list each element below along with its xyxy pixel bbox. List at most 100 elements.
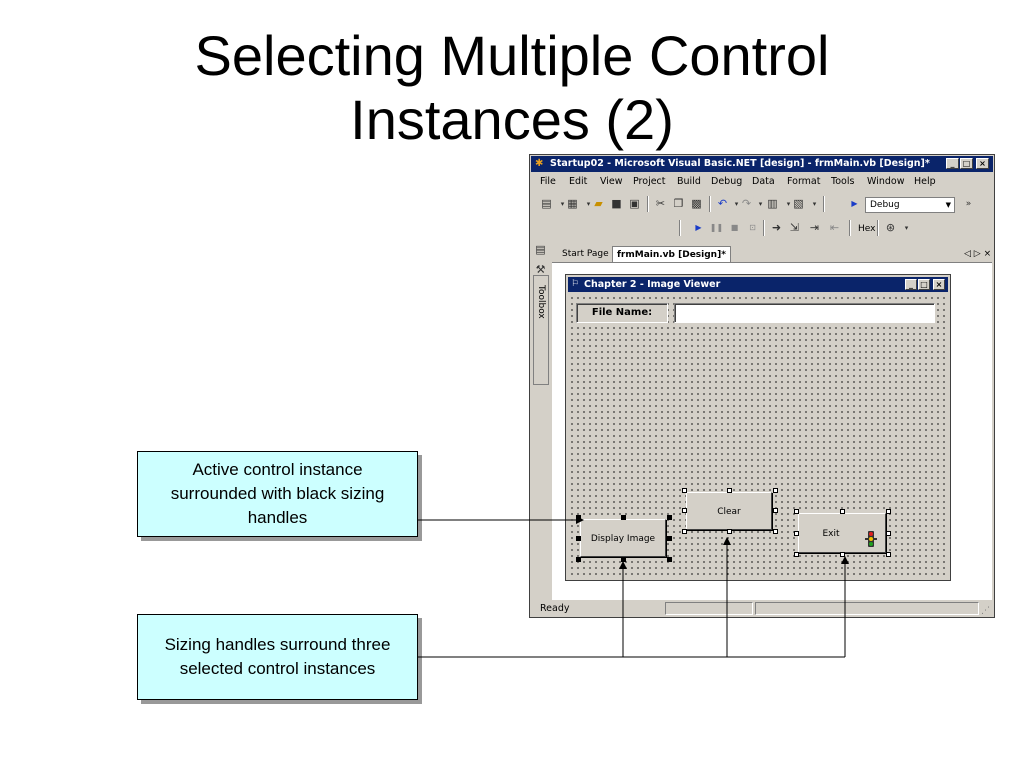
menu-data[interactable]: Data bbox=[752, 176, 775, 187]
add-item-icon[interactable]: ▦ bbox=[567, 197, 578, 210]
redo-icon[interactable]: ↷ bbox=[741, 197, 752, 210]
ide-title: Startup02 - Microsoft Visual Basic.NET [… bbox=[550, 158, 930, 169]
sizing-handle-white[interactable] bbox=[794, 531, 799, 536]
dropdown-arrow-icon[interactable]: ▾ bbox=[786, 200, 791, 208]
toolbar-overflow-icon[interactable]: » bbox=[965, 199, 972, 209]
sizing-handle-white[interactable] bbox=[682, 529, 687, 534]
sizing-handle-white[interactable] bbox=[682, 488, 687, 493]
toolbar-separator bbox=[877, 220, 879, 236]
sizing-handle-black[interactable] bbox=[576, 536, 581, 541]
sizing-handle-white[interactable] bbox=[886, 531, 891, 536]
restart-icon[interactable]: ⊡ bbox=[749, 223, 756, 232]
save-icon[interactable]: ■ bbox=[611, 197, 622, 210]
menu-project[interactable]: Project bbox=[633, 176, 666, 187]
sizing-handle-white[interactable] bbox=[773, 488, 778, 493]
status-pane bbox=[755, 602, 979, 615]
form-icon: ⚐ bbox=[571, 279, 580, 289]
sizing-handle-white[interactable] bbox=[727, 529, 732, 534]
sizing-handle-white[interactable] bbox=[727, 488, 732, 493]
sizing-handle-white[interactable] bbox=[794, 552, 799, 557]
callout-selected-controls: Sizing handles surround three selected c… bbox=[137, 614, 418, 700]
step-out-icon[interactable]: ⇤ bbox=[829, 221, 840, 234]
menu-edit[interactable]: Edit bbox=[569, 176, 588, 187]
menu-window[interactable]: Window bbox=[867, 176, 905, 187]
maximize-button[interactable]: □ bbox=[960, 158, 973, 169]
sizing-handle-white[interactable] bbox=[886, 509, 891, 514]
undo-icon[interactable]: ↶ bbox=[717, 197, 728, 210]
dropdown-arrow-icon[interactable]: ▾ bbox=[904, 224, 909, 232]
menu-format[interactable]: Format bbox=[787, 176, 821, 187]
file-name-textbox[interactable] bbox=[674, 303, 935, 323]
sizing-handle-black[interactable] bbox=[576, 557, 581, 562]
solution-config-combo[interactable]: Debug ▼ bbox=[865, 197, 955, 213]
ide-titlebar[interactable]: ✱ Startup02 - Microsoft Visual Basic.NET… bbox=[531, 156, 993, 172]
navigate-forward-icon[interactable]: ▧ bbox=[793, 197, 804, 210]
form-maximize-button[interactable]: □ bbox=[918, 279, 930, 290]
sizing-handle-white[interactable] bbox=[840, 509, 845, 514]
close-button[interactable]: × bbox=[976, 158, 989, 169]
sizing-handle-black[interactable] bbox=[621, 557, 626, 562]
vb-app-icon: ✱ bbox=[535, 158, 544, 169]
break-all-icon[interactable]: ❚❚ bbox=[709, 223, 724, 232]
exit-button[interactable]: Exit bbox=[798, 513, 886, 553]
form-close-button[interactable]: × bbox=[933, 279, 945, 290]
menu-file[interactable]: File bbox=[540, 176, 556, 187]
form-minimize-button[interactable]: _ bbox=[905, 279, 917, 290]
resize-grip-icon[interactable]: ⋰ bbox=[981, 606, 990, 616]
sizing-handle-white[interactable] bbox=[773, 508, 778, 513]
show-next-statement-icon[interactable]: ➜ bbox=[771, 221, 782, 234]
form-frmmain[interactable]: ⚐ Chapter 2 - Image Viewer _ □ × File Na… bbox=[565, 274, 951, 581]
new-project-icon[interactable]: ▤ bbox=[541, 197, 552, 210]
ide-window: ✱ Startup02 - Microsoft Visual Basic.NET… bbox=[529, 154, 995, 618]
copy-icon[interactable]: ❐ bbox=[673, 197, 684, 210]
menu-tools[interactable]: Tools bbox=[831, 176, 855, 187]
sizing-handle-black[interactable] bbox=[667, 536, 672, 541]
form-titlebar[interactable]: ⚐ Chapter 2 - Image Viewer _ □ × bbox=[568, 277, 948, 292]
sizing-handle-white[interactable] bbox=[773, 529, 778, 534]
menu-view[interactable]: View bbox=[600, 176, 623, 187]
hex-display-toggle[interactable]: Hex bbox=[858, 224, 876, 234]
breakpoints-icon[interactable]: ⊛ bbox=[885, 221, 896, 234]
step-over-icon[interactable]: ⇥ bbox=[809, 221, 820, 234]
sizing-handle-black[interactable] bbox=[667, 557, 672, 562]
open-folder-icon[interactable]: ▰ bbox=[594, 197, 603, 210]
navigate-back-icon[interactable]: ▥ bbox=[767, 197, 778, 210]
dropdown-arrow-icon[interactable]: ▾ bbox=[734, 200, 739, 208]
menu-build[interactable]: Build bbox=[677, 176, 701, 187]
menu-debug[interactable]: Debug bbox=[711, 176, 743, 187]
toolbar-separator bbox=[647, 196, 649, 212]
paste-icon[interactable]: ▩ bbox=[691, 197, 702, 210]
menu-help[interactable]: Help bbox=[914, 176, 936, 187]
chevron-down-icon[interactable]: ▼ bbox=[945, 201, 951, 209]
sizing-handle-white[interactable] bbox=[794, 509, 799, 514]
tab-navigation-controls[interactable]: ◁ ▷ × bbox=[964, 249, 992, 259]
sizing-handle-black[interactable] bbox=[621, 515, 626, 520]
form-client-area[interactable]: File Name: Display Image Clear Exit bbox=[569, 295, 947, 578]
save-all-icon[interactable]: ▣ bbox=[629, 197, 640, 210]
minimize-button[interactable]: _ bbox=[946, 158, 959, 169]
status-pane bbox=[665, 602, 753, 615]
sizing-handle-white[interactable] bbox=[886, 552, 891, 557]
tab-frmmain-design[interactable]: frmMain.vb [Design]* bbox=[612, 246, 731, 263]
cut-icon[interactable]: ✂ bbox=[655, 197, 666, 210]
file-name-label[interactable]: File Name: bbox=[576, 303, 668, 323]
dropdown-arrow-icon[interactable]: ▾ bbox=[758, 200, 763, 208]
callout-active-text: Active control instance surrounded with … bbox=[170, 460, 385, 527]
start-icon[interactable]: ▶ bbox=[851, 199, 858, 208]
traffic-light-icon bbox=[865, 525, 877, 547]
sizing-handle-white[interactable] bbox=[682, 508, 687, 513]
step-into-icon[interactable]: ⇲ bbox=[789, 221, 800, 234]
toolbar-separator bbox=[823, 196, 825, 212]
tab-start-page[interactable]: Start Page bbox=[562, 249, 609, 259]
dropdown-arrow-icon[interactable]: ▾ bbox=[560, 200, 565, 208]
sizing-handle-black[interactable] bbox=[667, 515, 672, 520]
continue-icon[interactable]: ▶ bbox=[695, 223, 702, 232]
toolbox-icon[interactable]: ⚒ bbox=[535, 263, 546, 276]
dropdown-arrow-icon[interactable]: ▾ bbox=[586, 200, 591, 208]
server-explorer-icon[interactable]: ▤ bbox=[535, 243, 546, 256]
toolbar-separator bbox=[849, 220, 851, 236]
stop-debugging-icon[interactable]: ■ bbox=[730, 223, 739, 232]
toolbox-tab[interactable] bbox=[533, 275, 549, 385]
dropdown-arrow-icon[interactable]: ▾ bbox=[812, 200, 817, 208]
